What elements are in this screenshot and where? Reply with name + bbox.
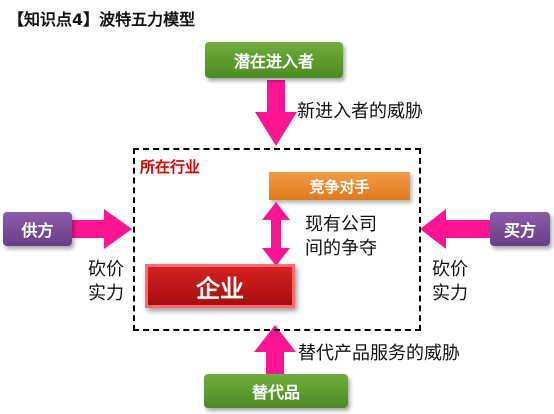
suppliers-box: 供方 [3, 212, 72, 246]
industry-label: 所在行业 [140, 158, 201, 176]
supplier-power-line1: 砍价 [88, 259, 124, 280]
rivalry-label-line1: 现有公司 [305, 214, 377, 235]
buyer-arrow [420, 209, 490, 249]
new-entrants-box: 潜在进入者 [205, 42, 343, 78]
new-entrant-arrow [255, 80, 297, 146]
new-entrant-threat-label: 新进入者的威胁 [297, 101, 423, 122]
substitute-threat-label: 替代产品服务的威胁 [298, 343, 460, 364]
buyer-power-line2: 实力 [432, 283, 468, 304]
rivalry-arrow [262, 202, 290, 266]
supplier-power-line2: 实力 [88, 283, 124, 304]
enterprise-box: 企业 [145, 264, 295, 308]
supplier-arrow [72, 209, 132, 249]
buyer-power-line1: 砍价 [432, 259, 468, 280]
page-title: 【知识点4】波特五力模型 [8, 10, 196, 29]
buyers-box: 买方 [490, 212, 550, 246]
industry-boundary [133, 148, 421, 331]
substitutes-box: 替代品 [204, 374, 348, 408]
substitute-arrow [254, 325, 296, 380]
rivalry-label-line2: 间的争夺 [305, 238, 377, 259]
competitors-box: 竞争对手 [269, 172, 410, 200]
